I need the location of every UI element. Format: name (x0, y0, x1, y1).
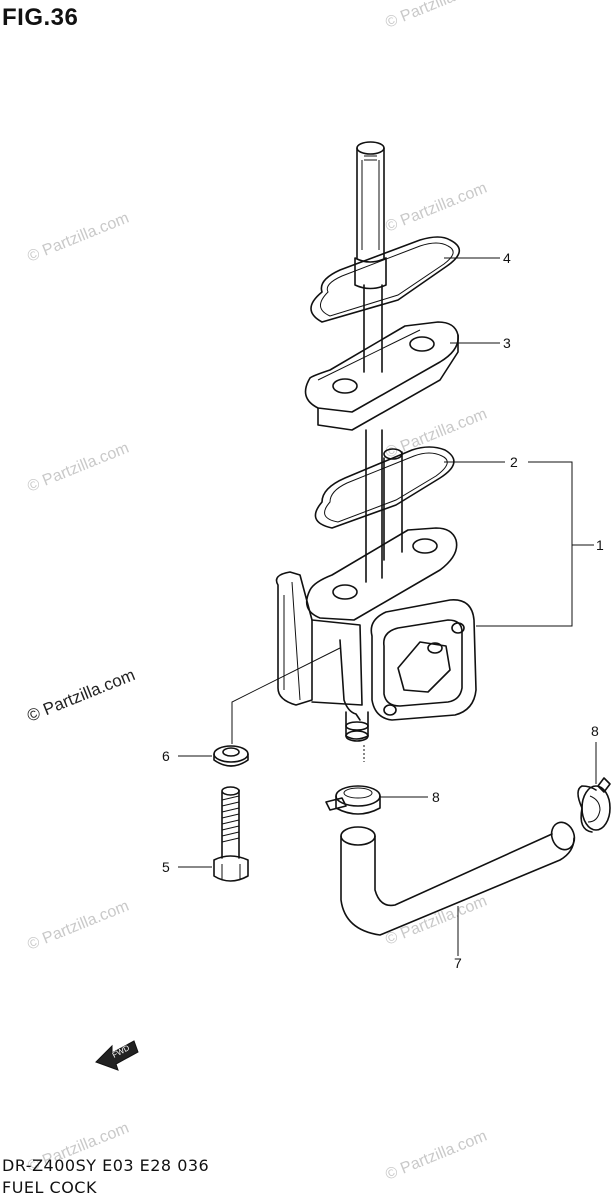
callout-7: 7 (454, 955, 462, 971)
spacer-gasket-part-3 (304, 321, 459, 431)
watermark: © Partzilla.com (383, 1128, 489, 1184)
watermark: © Partzilla.com (383, 0, 489, 32)
fuel-cock-body-part-1 (275, 429, 477, 742)
callout-2: 2 (510, 454, 518, 470)
callout-5: 5 (162, 859, 170, 875)
watermark-group: © Partzilla.com © Partzilla.com © Partzi… (24, 0, 489, 1184)
bolt-part-5 (213, 786, 249, 882)
section-name: FUEL COCK (2, 1178, 97, 1197)
watermark: © Partzilla.com (383, 180, 489, 236)
callout-8-left: 8 (432, 789, 440, 805)
o-ring-lower-part-2 (314, 446, 455, 529)
callout-3: 3 (503, 335, 511, 351)
watermark: © Partzilla.com (383, 406, 489, 462)
fuel-hose-part-7 (340, 821, 576, 936)
hose-clamp-part-8-left (325, 785, 381, 815)
filter-tube-part (354, 141, 387, 373)
o-ring-upper-part-4 (310, 236, 461, 323)
figure-title: FIG.36 (2, 4, 79, 31)
washer-part-6 (213, 745, 249, 767)
leader-lines (178, 257, 597, 956)
model-code: DR-Z400SY E03 E28 036 (2, 1156, 210, 1175)
callout-1: 1 (596, 537, 604, 553)
forward-direction-arrow: FWD (95, 1040, 139, 1071)
callouts: 1 2 3 4 5 6 7 8 8 (162, 250, 604, 971)
callout-4: 4 (503, 250, 511, 266)
watermark: © Partzilla.com (25, 210, 131, 266)
watermark: © Partzilla.com (25, 898, 131, 954)
hose-clamp-part-8-right (577, 777, 611, 833)
watermark: © Partzilla.com (25, 440, 131, 496)
callout-6: 6 (162, 748, 170, 764)
watermark: © Partzilla.com (383, 893, 489, 949)
watermark-prominent: © Partzilla.com (24, 665, 137, 726)
callout-8-right: 8 (591, 723, 599, 739)
